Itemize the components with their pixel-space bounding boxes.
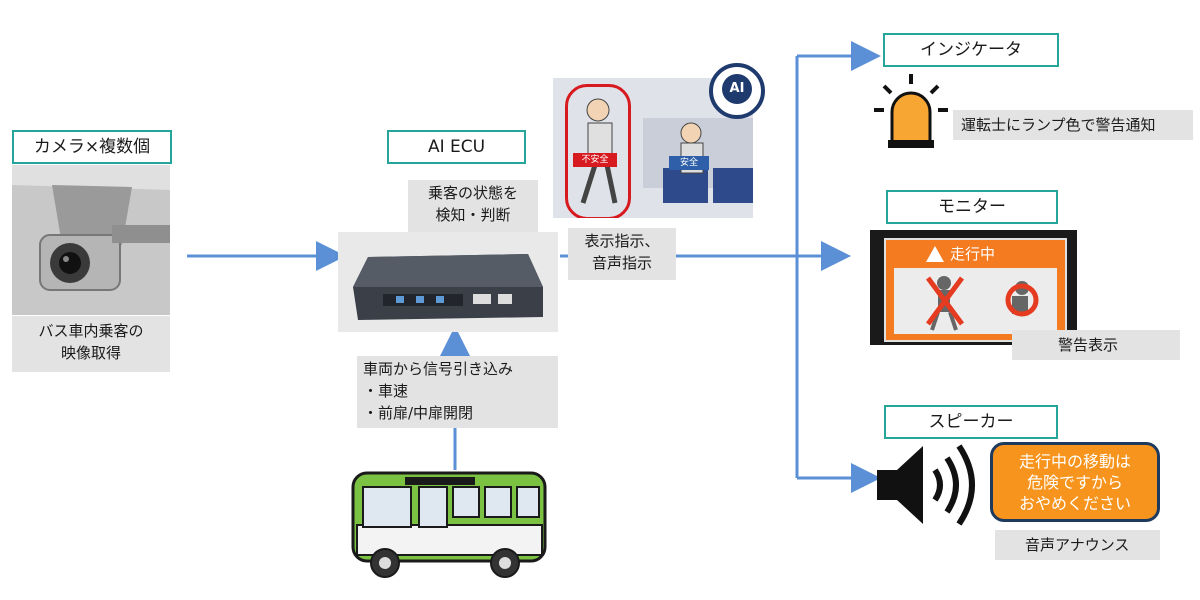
ecu-device-image [338,232,558,332]
indicator-title: インジケータ [883,33,1059,67]
safe-tag: 安全 [669,156,709,170]
announcement-bubble: 走行中の移動は 危険ですから おやめください [990,442,1160,522]
bubble-line3: おやめください [1018,494,1131,513]
speaker-title: スピーカー [884,405,1058,439]
speaker-icon [875,440,985,530]
unsafe-highlight-frame [565,84,631,218]
monitor-title: モニター [886,190,1058,224]
monitor-inner-panel [894,268,1057,334]
signal-line1: 車両から信号引き込み [363,360,514,378]
monitor-caption: 警告表示 [1012,330,1180,360]
signal-line2: ・車速 [363,382,409,400]
unsafe-tag: 不安全 [573,153,617,167]
warning-triangle-icon [926,246,944,262]
indicator-description: 運転士にランプ色で警告通知 [953,110,1193,140]
camera-caption-line1: バス車内乗客の [38,322,144,340]
camera-image [12,165,170,315]
monitor-display: 走行中 [884,238,1067,342]
monitor-header-text: 走行中 [950,245,996,263]
camera-title: カメラ×複数個 [12,130,172,164]
ecu-detect-line1: 乗客の状態を [427,184,518,202]
bus-image [345,465,555,580]
monitor-screen: 走行中 [870,230,1077,345]
camera-caption-line2: 映像取得 [60,344,121,362]
speaker-caption: 音声アナウンス [995,530,1160,560]
signal-input-label: 車両から信号引き込み ・車速 ・前扉/中扉開閉 [357,356,558,428]
instruction-label: 表示指示、 音声指示 [568,228,676,280]
instruction-line1: 表示指示、 [584,232,660,250]
ai-head-label: AI [729,81,745,96]
bubble-line1: 走行中の移動は [1018,452,1131,471]
ecu-detect-label: 乗客の状態を 検知・判断 [408,180,538,232]
camera-caption: バス車内乗客の 映像取得 [12,316,170,372]
ecu-detect-line2: 検知・判断 [435,206,511,224]
ai-head-icon: AI [708,62,766,120]
signal-line3: ・前扉/中扉開閉 [363,404,474,422]
lamp-icon [872,72,950,150]
ecu-title: AI ECU [387,130,526,164]
bubble-line2: 危険ですから [1026,473,1123,492]
instruction-line2: 音声指示 [591,254,652,272]
